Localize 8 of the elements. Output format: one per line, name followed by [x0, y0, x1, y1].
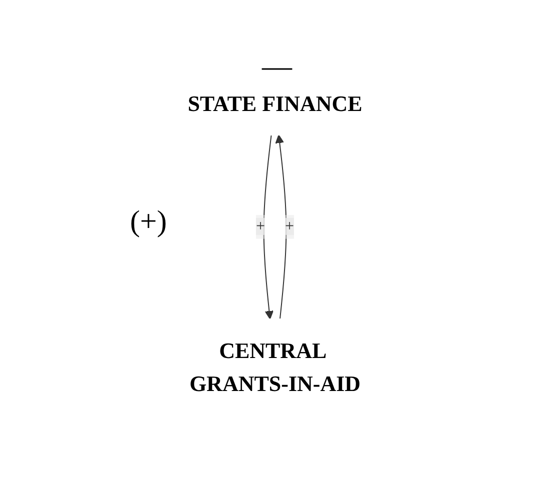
edge-label: +: [256, 217, 266, 234]
node-text: CENTRAL GRANTS-IN-AID: [189, 338, 361, 396]
edge-label: +: [284, 217, 294, 234]
minus-sign: —: [262, 50, 292, 84]
arrow: [263, 134, 274, 319]
loop-polarity-label: (+): [130, 205, 167, 239]
arrow: [275, 134, 287, 319]
node-text: STATE FINANCE: [188, 90, 362, 116]
